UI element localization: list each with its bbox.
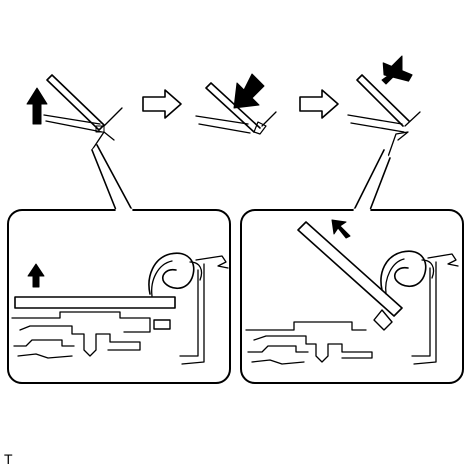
figure-code: T [4, 451, 13, 467]
step-2-illustration [195, 82, 277, 135]
up-arrow-icon [26, 87, 48, 125]
hollow-right-arrow-icon [142, 89, 182, 119]
up-left-arrow-icon [331, 219, 351, 239]
hollow-right-arrow-icon [299, 89, 339, 119]
detail-box-left [7, 144, 231, 384]
step-1-illustration [43, 74, 123, 151]
step-3-illustration [347, 74, 421, 169]
up-left-arrow-icon [382, 62, 413, 82]
detail-box-right [240, 149, 464, 384]
up-arrow-icon [27, 263, 45, 288]
down-right-arrow-icon [233, 73, 265, 109]
